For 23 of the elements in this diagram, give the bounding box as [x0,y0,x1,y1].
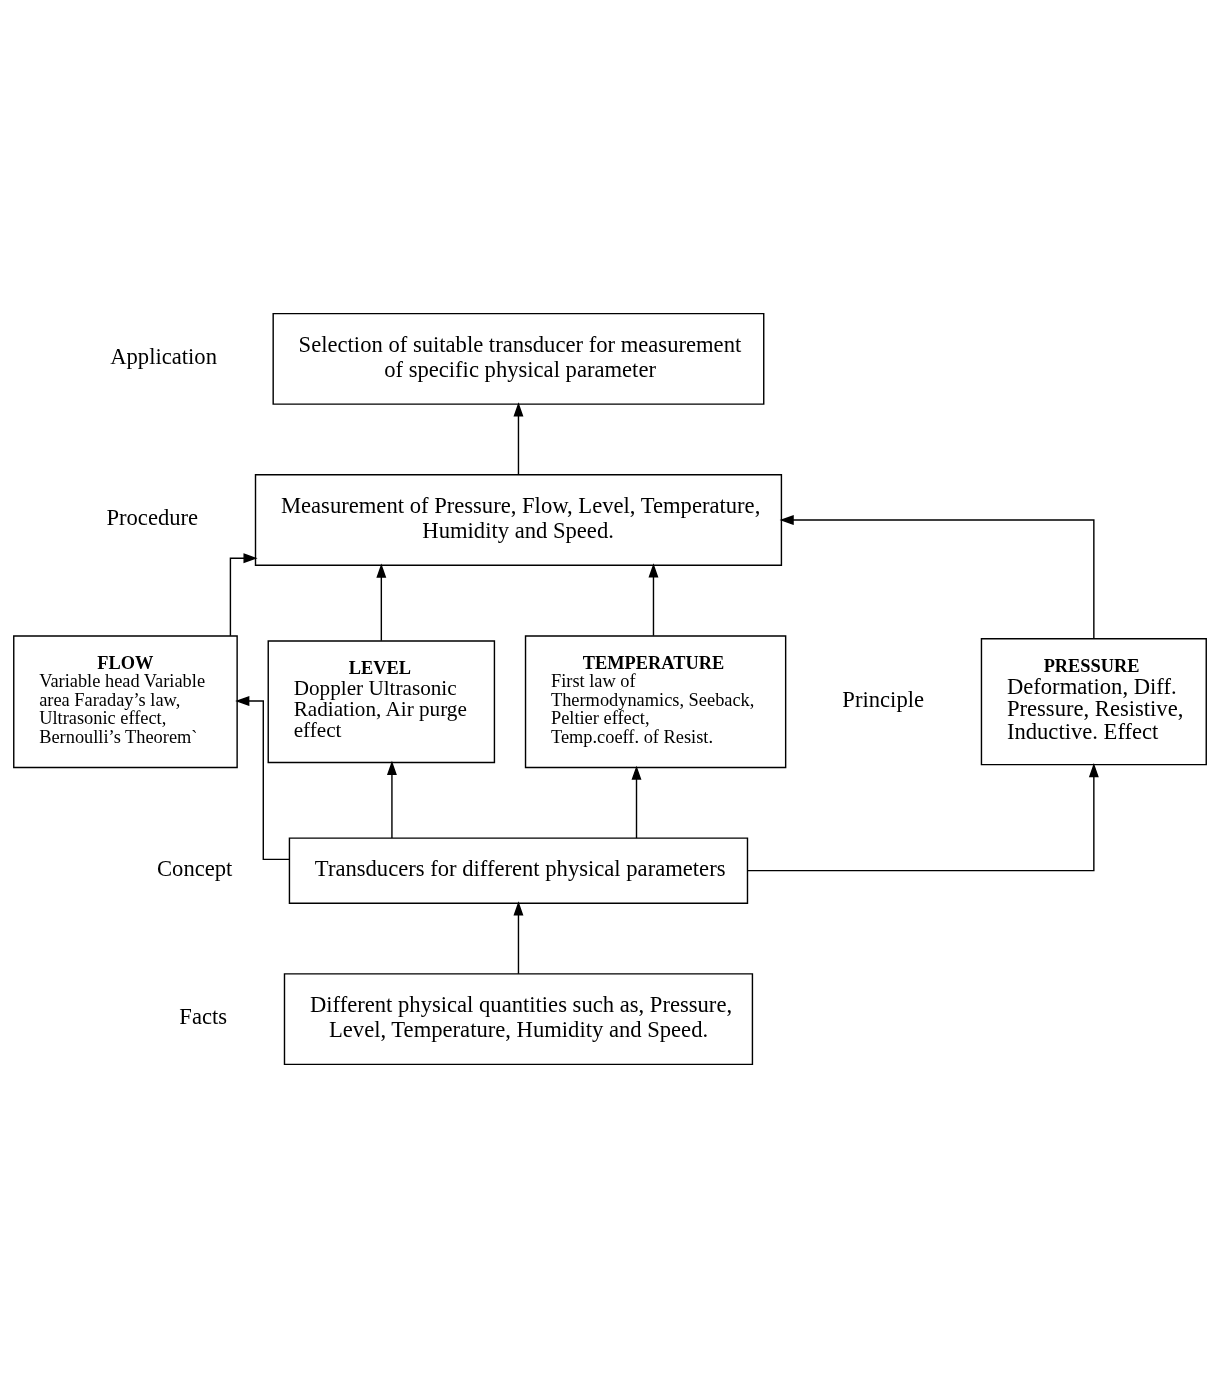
node-box: Measurement of Pressure, Flow, Level, Temperature, Humidity and Speed. [254,474,783,566]
arrow [513,901,524,975]
label: Application [110,344,217,370]
node-box: PRESSURE Deformation, Diff. Pressure, Resistive, Inductive. Effect [980,638,1207,766]
arrow [746,763,1099,872]
label: Facts [179,1004,228,1030]
node-box: Selection of suitable transducer for measurement of specific physical parameter [272,312,765,405]
arrow [386,760,397,839]
node-box: LEVEL Doppler Ultrasonic Radiation, Air purge effect [267,640,496,764]
arrow [648,563,659,637]
arrow [631,765,642,839]
label: Concept [157,856,233,882]
node-box: Transducers for different physical parameters [288,837,749,904]
node-box: TEMPERATURE First law of Thermodynamics, Seeback, Peltier effect, Temp.coeff. of Resist. [524,635,787,769]
node-box: Different physical quantities such as, Pressure, Level, Temperature, Humidity and Speed. [283,973,754,1066]
label: Procedure [106,505,199,531]
node-box: FLOW Variable head Variable area Faraday’s law, Ultrasonic effect, Bernoulli’s Theorem` [13,635,238,769]
arrow [779,515,1095,640]
arrow [229,553,258,637]
arrow [513,402,524,476]
label: Principle [842,687,925,713]
arrow [376,563,387,642]
arrow [235,696,290,861]
